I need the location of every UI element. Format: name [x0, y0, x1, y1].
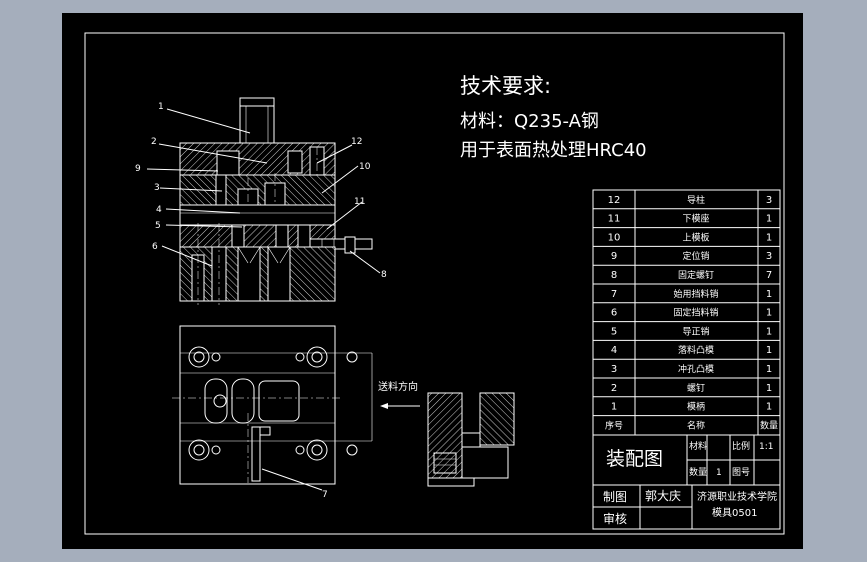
bom-cell-no: 6	[611, 308, 617, 319]
bom-cell-no: 8	[611, 270, 617, 281]
drawing-no-label: 图号	[732, 467, 750, 478]
leader-3: 3	[154, 183, 160, 193]
leader-1: 1	[158, 102, 164, 112]
school-name: 济源职业技术学院	[697, 490, 777, 503]
bom-cell-name: 下模座	[682, 213, 709, 225]
bom-cell-qty: 1	[766, 364, 772, 375]
checked-label: 审核	[603, 511, 627, 526]
bom-cell-name: 冲孔凸模	[678, 363, 714, 375]
bom-cell-no: 12	[608, 195, 621, 206]
bom-cell-name: 螺钉	[687, 383, 705, 394]
bom-cell-name: 固定螺钉	[678, 269, 714, 281]
bom-cell-qty: 1	[766, 326, 772, 337]
bom-header-name: 名称	[687, 419, 705, 431]
tech-material: 材料：Q235-A钢	[460, 111, 599, 132]
bom-cell-qty: 1	[766, 383, 772, 394]
plan-view	[172, 325, 373, 485]
leader-7: 7	[322, 490, 328, 500]
leader-6: 6	[152, 242, 158, 252]
bom-cell-qty: 1	[766, 289, 772, 300]
drawn-name: 郭大庆	[645, 489, 681, 503]
leader-12: 12	[351, 137, 362, 147]
bom-cell-qty: 3	[766, 195, 772, 206]
bom-cell-no: 3	[611, 364, 617, 375]
leader-9: 9	[135, 164, 141, 174]
bom-cell-no: 1	[611, 402, 617, 413]
leader-2: 2	[151, 137, 157, 147]
feed-direction-label: 送料方向	[378, 380, 418, 393]
bom-cell-name: 固定挡料销	[673, 307, 718, 319]
class-code: 模具0501	[712, 507, 757, 519]
leader-5: 5	[155, 221, 161, 231]
bom-cell-name: 模柄	[687, 401, 705, 413]
title-block	[592, 434, 781, 530]
drawing-sheet: 技术要求: 材料：Q235-A钢 用于表面热处理HRC40	[62, 13, 803, 549]
bom-cell-no: 5	[611, 326, 617, 337]
leader-10: 10	[359, 162, 371, 172]
material-label: 材料	[689, 440, 707, 452]
bom-cell-no: 4	[611, 345, 617, 356]
leader-8: 8	[381, 270, 387, 280]
bom-cell-name: 落料凸模	[678, 344, 714, 356]
bom-header-no: 序号	[605, 419, 623, 431]
leader-11: 11	[354, 197, 365, 207]
bom-cell-qty: 1	[766, 232, 772, 243]
quantity-value: 1	[716, 468, 722, 478]
bom-cell-qty: 1	[766, 214, 772, 225]
inner-frame	[84, 32, 785, 535]
feed-arrow	[380, 403, 420, 409]
bom-cell-name: 始用挡料销	[673, 288, 718, 300]
bom-cell-name: 定位销	[682, 250, 709, 262]
bom-cell-qty: 3	[766, 251, 772, 262]
bom-cell-qty: 7	[766, 270, 772, 281]
scale-value: 1:1	[759, 442, 773, 452]
front-section-view	[179, 97, 373, 305]
bom-cell-qty: 1	[766, 345, 772, 356]
bom-header-qty: 数量	[760, 419, 778, 431]
tech-heat-treatment: 用于表面热处理HRC40	[460, 140, 647, 161]
bom-cell-name: 导柱	[687, 194, 705, 206]
bom-cell-qty: 1	[766, 308, 772, 319]
title-block-title: 装配图	[606, 448, 663, 470]
bom-cell-no: 7	[611, 289, 617, 300]
side-detail-view	[427, 392, 515, 487]
tech-heading: 技术要求:	[460, 74, 551, 98]
leader-4: 4	[156, 205, 162, 215]
scale-label: 比例	[732, 440, 750, 452]
drawn-label: 制图	[603, 490, 627, 504]
bom-cell-name: 上模板	[682, 231, 709, 243]
bom-cell-qty: 1	[766, 402, 772, 413]
bom-cell-no: 10	[608, 232, 621, 243]
bom-cell-no: 9	[611, 251, 617, 262]
bom-cell-no: 2	[611, 383, 617, 394]
assembly-drawing: 技术要求: 材料：Q235-A钢 用于表面热处理HRC40	[84, 32, 785, 535]
leader-lines	[146, 108, 381, 491]
bom-cell-no: 11	[608, 214, 621, 225]
quantity-label: 数量	[689, 466, 707, 478]
bom-cell-name: 导正销	[682, 325, 709, 337]
